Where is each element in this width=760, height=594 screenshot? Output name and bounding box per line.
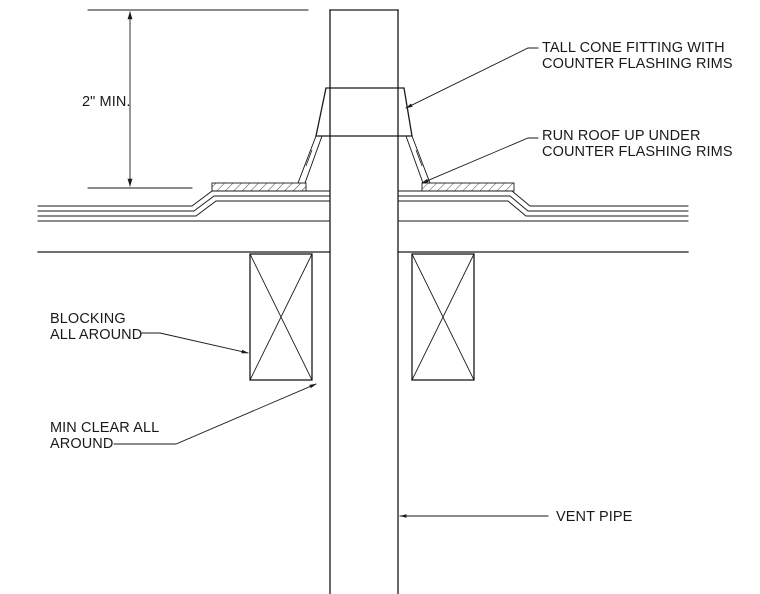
cone-boot-right-hatch [415, 149, 423, 167]
vent-pipe [329, 9, 399, 594]
run-roof-label-2: COUNTER FLASHING RIMS [542, 144, 733, 160]
run-roof-label-1: RUN ROOF UP UNDER [542, 128, 701, 144]
flashing-flange [211, 182, 515, 192]
roof-layer-3-left [37, 200, 331, 217]
min-clear-label-2: AROUND [50, 436, 113, 452]
leader-line-blocking [141, 332, 249, 354]
cone-boot-left-outer [297, 135, 317, 184]
leader-cone-fitting: TALL CONE FITTING WITH COUNTER FLASHING … [405, 40, 733, 109]
leader-run-roof: RUN ROOF UP UNDER COUNTER FLASHING RIMS [421, 128, 733, 184]
min-clear-label-1: MIN CLEAR ALL [50, 420, 159, 436]
roof-layer-2-left [37, 195, 331, 212]
cone-fitting-label-1: TALL CONE FITTING WITH [542, 40, 725, 56]
dimension-label: 2" MIN. [82, 94, 131, 110]
blocking-right [411, 253, 475, 381]
blocking-label-2: ALL AROUND [50, 327, 142, 343]
leader-vent-pipe: VENT PIPE [399, 509, 633, 525]
cone-boot-right-outer [411, 135, 431, 184]
leader-line-run-roof [421, 137, 539, 184]
roof-layer-1-right [397, 190, 689, 207]
flange-left [211, 182, 307, 192]
roof-layer-3-right [397, 200, 689, 217]
leader-line-cone [405, 47, 539, 109]
cone-fitting [297, 87, 431, 184]
flange-right [421, 182, 515, 192]
cone-boot-left-hatch [305, 149, 313, 167]
roof-deck [37, 190, 689, 253]
dimension-group: 2" MIN. [82, 9, 309, 189]
cone-boot-right-inner [405, 135, 424, 184]
blocking-right-diag-2 [411, 253, 475, 381]
roof-layer-1-left [37, 190, 331, 207]
cone-fitting-label-2: COUNTER FLASHING RIMS [542, 56, 733, 72]
blocking-right-rect [411, 253, 475, 381]
leader-line-min-clear [113, 383, 317, 445]
blocking-left-rect [249, 253, 313, 381]
blocking-left-diag-2 [249, 253, 313, 381]
vent-pipe-label: VENT PIPE [556, 509, 633, 525]
blocking-label-1: BLOCKING [50, 311, 126, 327]
roof-layer-2-right [397, 195, 689, 212]
leader-min-clear: MIN CLEAR ALL AROUND [50, 383, 317, 452]
leader-blocking: BLOCKING ALL AROUND [50, 311, 249, 354]
cone-boot-left-inner [304, 135, 323, 184]
blocking-left [249, 253, 313, 381]
